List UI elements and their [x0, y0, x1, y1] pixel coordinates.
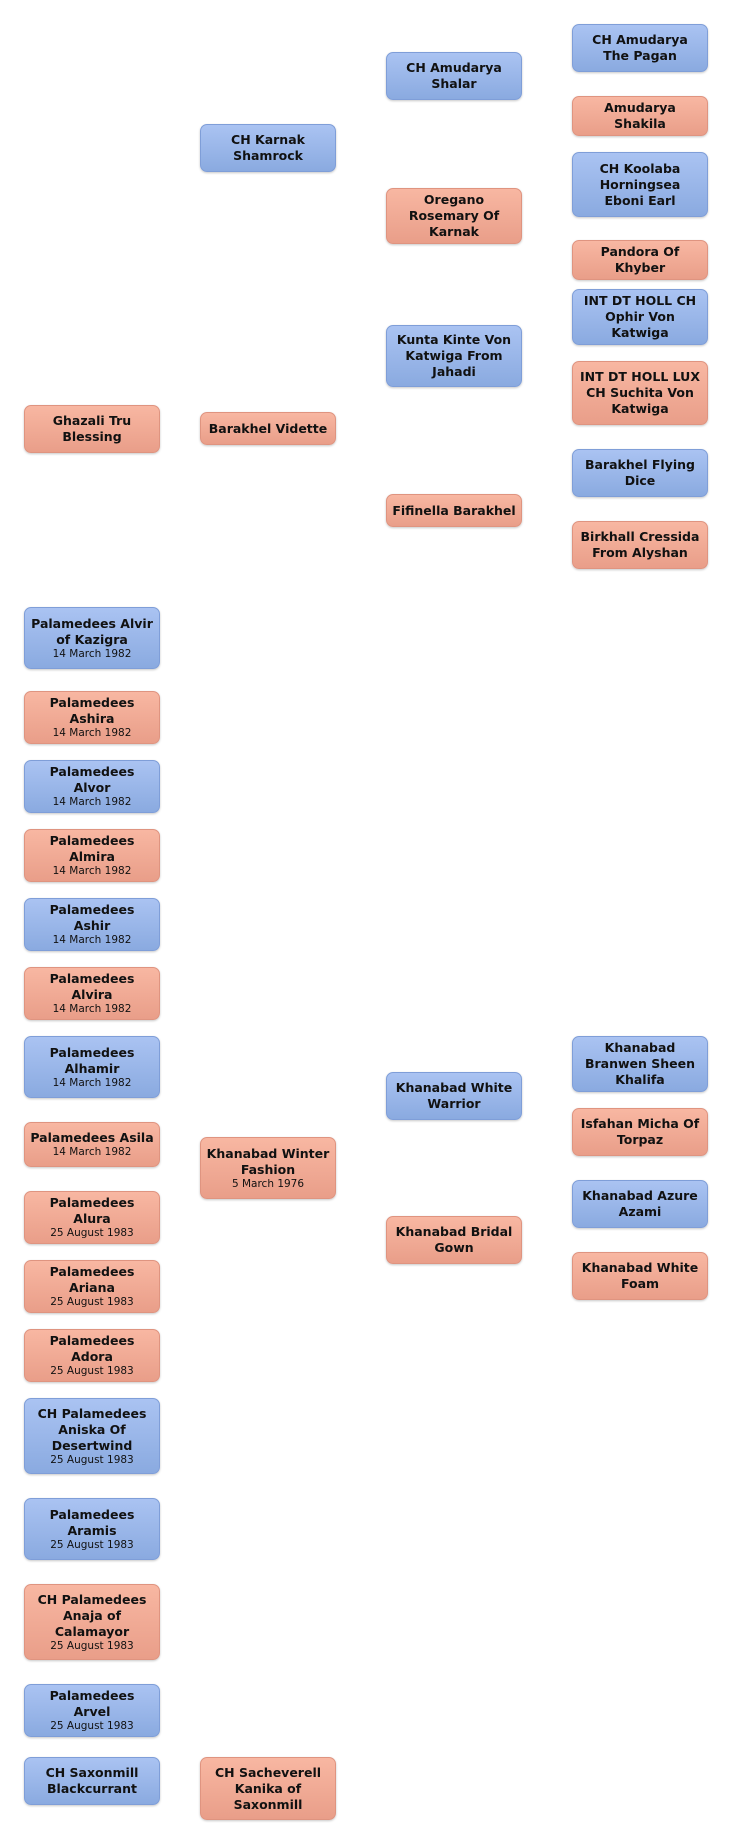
node-name: Fifinella Barakhel — [392, 502, 516, 518]
node-date: 14 March 1982 — [52, 934, 132, 946]
pedigree-node-branwen[interactable]: Khanabad Branwen Sheen Khalifa — [572, 1036, 708, 1092]
node-name: Palamedees Asila — [30, 1130, 154, 1145]
pedigree-node-pandora[interactable]: Pandora Of Khyber — [572, 240, 708, 280]
pedigree-node-karnak-shamrock[interactable]: CH Karnak Shamrock — [200, 124, 336, 172]
pedigree-node-azure[interactable]: Khanabad Azure Azami — [572, 1180, 708, 1228]
pedigree-node-ophir[interactable]: INT DT HOLL CH Ophir Von Katwiga — [572, 289, 708, 345]
pedigree-node-kunta-kinte[interactable]: Kunta Kinte Von Katwiga From Jahadi — [386, 325, 522, 387]
pedigree-node-amudarya-shalar[interactable]: CH Amudarya Shalar — [386, 52, 522, 100]
node-name: Khanabad White Foam — [581, 1260, 699, 1291]
node-date: 25 August 1983 — [50, 1365, 134, 1377]
node-name: Pandora Of Khyber — [600, 244, 680, 275]
node-name: Kunta Kinte Von Katwiga From Jahadi — [396, 332, 512, 379]
node-name: CH Saxonmill Blackcurrant — [45, 1765, 139, 1796]
pedigree-node-white-foam[interactable]: Khanabad White Foam — [572, 1252, 708, 1300]
node-name: Palamedees Alvir of Kazigra — [31, 615, 153, 647]
node-date: 25 August 1983 — [50, 1720, 134, 1732]
node-name: Khanabad Bridal Gown — [395, 1224, 513, 1255]
node-name: Barakhel Flying Dice — [585, 457, 695, 488]
pedigree-node-barakhel-vidette[interactable]: Barakhel Vidette — [200, 412, 336, 445]
node-date: 25 August 1983 — [50, 1227, 134, 1239]
pedigree-node-isfahan[interactable]: Isfahan Micha Of Torpaz — [572, 1108, 708, 1156]
pedigree-node-koolaba[interactable]: CH Koolaba Horningsea Eboni Earl — [572, 152, 708, 217]
node-date: 14 March 1982 — [52, 1076, 132, 1089]
node-date: 25 August 1983 — [50, 1453, 134, 1466]
node-date: 14 March 1982 — [52, 796, 132, 808]
node-name: Khanabad Azure Azami — [582, 1188, 698, 1219]
pedigree-node-suchita[interactable]: INT DT HOLL LUX CH Suchita Von Katwiga — [572, 361, 708, 425]
node-name: CH Palamedees Anaja of Calamayor — [37, 1591, 147, 1639]
pedigree-node-amudarya-pagan[interactable]: CH Amudarya The Pagan — [572, 24, 708, 72]
node-name: Ghazali Tru Blessing — [52, 413, 132, 444]
pedigree-node-oregano[interactable]: Oregano Rosemary Of Karnak — [386, 188, 522, 244]
node-name: Oregano Rosemary Of Karnak — [408, 192, 500, 239]
node-name: Palamedees Aramis — [49, 1506, 135, 1538]
node-name: Birkhall Cressida From Alyshan — [580, 529, 700, 560]
node-name: CH Sacheverell Kanika of Saxonmill — [214, 1764, 322, 1812]
node-name: CH Palamedees Aniska Of Desertwind — [37, 1405, 147, 1453]
pedigree-node-blackcurrant[interactable]: CH Saxonmill Blackcurrant — [24, 1757, 160, 1805]
pedigree-node-bridal-gown[interactable]: Khanabad Bridal Gown — [386, 1216, 522, 1264]
node-name: INT DT HOLL CH Ophir Von Katwiga — [583, 293, 697, 340]
pedigree-node-ghazali[interactable]: Ghazali Tru Blessing — [24, 405, 160, 453]
node-name: Palamedees Ashir — [49, 902, 135, 933]
node-name: CH Amudarya The Pagan — [592, 32, 688, 63]
node-name: Khanabad White Warrior — [395, 1080, 513, 1111]
node-date: 14 March 1982 — [52, 1146, 132, 1158]
node-name: Khanabad Winter Fashion — [206, 1145, 330, 1177]
node-date: 25 August 1983 — [50, 1296, 134, 1308]
node-name: Palamedees Alvor — [49, 764, 135, 795]
node-date: 14 March 1982 — [52, 865, 132, 877]
node-date: 14 March 1982 — [52, 727, 132, 739]
node-name: Palamedees Adora — [49, 1333, 135, 1364]
node-name: Palamedees Ashira — [49, 695, 135, 726]
node-name: CH Koolaba Horningsea Eboni Earl — [599, 160, 681, 208]
node-date: 25 August 1983 — [50, 1639, 134, 1652]
pedigree-node-kanika[interactable]: CH Sacheverell Kanika of Saxonmill — [200, 1757, 336, 1820]
pedigree-node-white-warrior[interactable]: Khanabad White Warrior — [386, 1072, 522, 1120]
pedigree-node-fifinella[interactable]: Fifinella Barakhel — [386, 494, 522, 527]
node-name: Khanabad Branwen Sheen Khalifa — [584, 1040, 696, 1087]
node-date: 14 March 1982 — [52, 647, 132, 660]
node-date: 14 March 1982 — [52, 1003, 132, 1015]
node-name: Palamedees Ariana — [49, 1264, 135, 1295]
node-name: Palamedees Almira — [49, 833, 135, 864]
pedigree-node-flying-dice[interactable]: Barakhel Flying Dice — [572, 449, 708, 497]
node-name: Palamedees Arvel — [49, 1688, 135, 1719]
node-name: Palamedees Alvira — [49, 971, 135, 1002]
node-name: Isfahan Micha Of Torpaz — [580, 1116, 700, 1147]
pedigree-node-amudarya-shakila[interactable]: Amudarya Shakila — [572, 96, 708, 136]
node-name: CH Amudarya Shalar — [406, 60, 502, 91]
node-date: 25 August 1983 — [50, 1538, 134, 1551]
node-name: Amudarya Shakila — [604, 100, 676, 131]
node-name: Palamedees Alhamir — [49, 1044, 135, 1076]
node-name: INT DT HOLL LUX CH Suchita Von Katwiga — [580, 369, 700, 416]
node-name: CH Karnak Shamrock — [231, 132, 305, 163]
node-name: Barakhel Vidette — [208, 420, 328, 436]
pedigree-node-cressida[interactable]: Birkhall Cressida From Alyshan — [572, 521, 708, 569]
node-name: Palamedees Alura — [49, 1195, 135, 1226]
node-date: 5 March 1976 — [231, 1177, 305, 1190]
